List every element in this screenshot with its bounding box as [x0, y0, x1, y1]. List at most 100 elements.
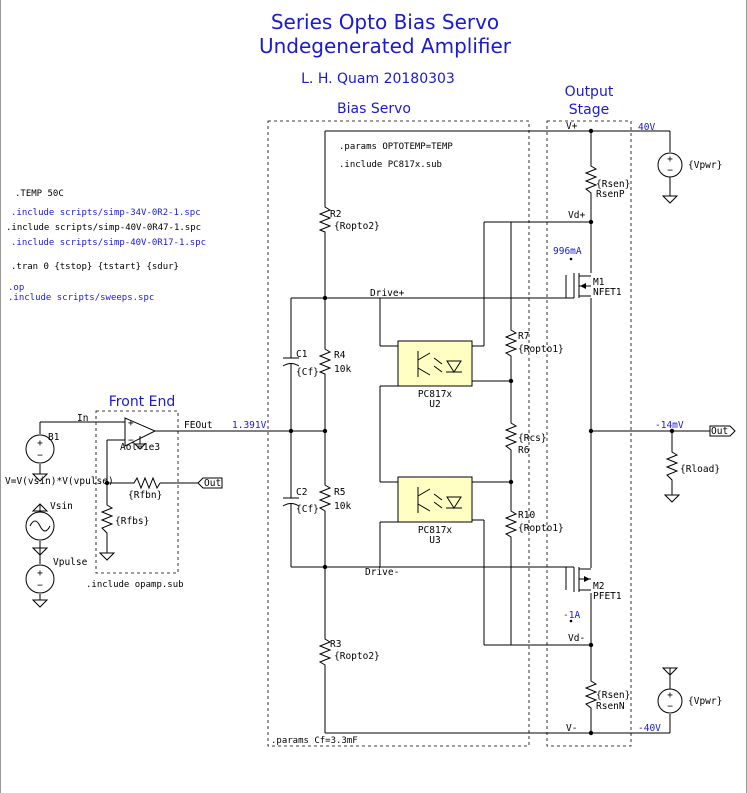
rsenn-value: {Rsen}	[596, 690, 630, 701]
out-flag-right-label: Out	[711, 426, 728, 437]
resistor-r10: R10 {Ropto1}	[504, 507, 564, 540]
optocoupler-u2: PC817x U2	[397, 340, 473, 410]
m1-name: M1	[593, 277, 605, 288]
svg-text:+: +	[667, 154, 673, 165]
bias-servo-box	[267, 120, 530, 747]
readout-m2-current: -1A	[563, 610, 580, 621]
r4-name: R4	[334, 350, 346, 361]
resistor-r3: R3 {Ropto2}	[318, 635, 380, 667]
r6-value: {Rcs}	[518, 433, 547, 444]
resistor-rsenp: {Rsen} RsenP	[584, 161, 630, 200]
capacitor-c1: C1 {Cf}	[282, 349, 319, 378]
output-stage-label-2: Stage	[569, 102, 609, 118]
net-vdplus: Vd+	[568, 210, 585, 221]
front-end-label: Front End	[109, 394, 175, 410]
r10-name: R10	[518, 510, 535, 521]
m1-value: NFET1	[593, 287, 622, 298]
m2-value: PFET1	[593, 591, 622, 602]
vpwr-bot-source: + − {Vpwr}	[657, 667, 722, 714]
mosfet-m2: M2 PFET1	[565, 566, 622, 602]
r2-value: {Ropto2}	[334, 221, 380, 232]
resistor-rfbs: {Rfbs}	[100, 500, 149, 538]
directive-tran: .tran 0 {tstop} {tstart} {sdur}	[11, 262, 179, 272]
resistor-r2: R2 {Ropto2}	[318, 203, 380, 235]
b1-name: B1	[48, 432, 60, 443]
r3-name: R3	[330, 639, 341, 650]
vsin-name: Vsin	[50, 501, 73, 512]
rfbs-value: {Rfbs}	[115, 516, 149, 527]
m2-current-probe	[569, 619, 573, 623]
u2-name: U2	[429, 399, 440, 410]
r2-name: R2	[330, 209, 341, 220]
directive-op: .op	[8, 283, 24, 293]
wires	[39, 130, 710, 734]
m2-name: M2	[593, 581, 604, 592]
resistor-r7: R7 {Ropto1}	[504, 326, 564, 358]
directive-params-opto: .params OPTOTEMP=TEMP	[339, 142, 453, 152]
title-line-1: Series Opto Bias Servo	[271, 10, 499, 34]
front-end-box	[95, 410, 179, 574]
r7-name: R7	[518, 331, 529, 342]
opamp-value: Aol=1e3	[120, 442, 160, 453]
c2-value: {Cf}	[296, 504, 319, 515]
resistor-rfbn: {Rfbn}	[128, 476, 162, 501]
svg-text:−: −	[667, 165, 673, 176]
directive-include-sweeps: .include scripts/sweeps.spc	[8, 293, 154, 303]
vpulse-name: Vpulse	[53, 557, 88, 568]
resistor-rsenn: {Rsen} RsenN	[584, 676, 630, 713]
r3-value: {Ropto2}	[334, 651, 380, 662]
bias-servo-label: Bias Servo	[337, 101, 411, 117]
directive-temp: .TEMP 50C	[15, 189, 64, 199]
vpwr-top-source: + − {Vpwr}	[657, 152, 722, 204]
readout-m1-current: 996mA	[553, 246, 582, 257]
r10-value: {Ropto1}	[518, 523, 564, 534]
junction-dots	[104, 128, 675, 736]
resistor-r4: R4 10k	[318, 345, 351, 376]
r7-value: {Ropto1}	[518, 344, 564, 355]
svg-text:−: −	[128, 435, 134, 446]
r5-name: R5	[334, 487, 345, 498]
source-b1: + − B1 V=V(vsin)*V(vpulse)	[5, 432, 114, 487]
u2-value: PC817x	[418, 389, 453, 400]
mosfet-m1: M1 NFET1	[565, 273, 622, 299]
output-stage-box	[546, 120, 632, 747]
u3-value: PC817x	[418, 525, 453, 536]
directive-include-3: .include scripts/simp-40V-0R17-1.spc	[11, 238, 206, 248]
readout-neg40v: -40V	[638, 723, 661, 734]
directive-params-cf: .params Cf=3.3mF	[271, 736, 358, 746]
ground-symbols	[98, 494, 681, 561]
resistor-r5: R5 10k	[318, 481, 351, 514]
out-flag-left: Out	[197, 477, 223, 489]
source-vpulse: + − Vpulse	[25, 557, 88, 608]
rfbn-value: {Rfbn}	[128, 490, 162, 501]
c1-name: C1	[296, 349, 308, 360]
svg-text:+: +	[667, 690, 673, 701]
net-vminus: V-	[566, 723, 577, 734]
net-in: In	[77, 413, 88, 424]
output-stage-label-1: Output	[565, 84, 614, 100]
c1-value: {Cf}	[296, 367, 319, 378]
source-vsin: Vsin	[25, 501, 73, 556]
opamp: + − Aol=1e3	[120, 417, 160, 453]
svg-text:+: +	[128, 418, 134, 429]
svg-text:+: +	[37, 438, 43, 449]
net-driveplus: Drive+	[370, 288, 405, 299]
directive-include-opamp: .include opamp.sub	[86, 580, 184, 590]
optocoupler-u3: PC817x U3	[397, 476, 473, 546]
net-vdminus: Vd-	[568, 633, 585, 644]
out-flag-right: Out	[709, 425, 736, 437]
vpwr-bot-value: {Vpwr}	[688, 696, 722, 707]
readout-out-voltage: -14mV	[655, 420, 684, 431]
svg-text:−: −	[37, 580, 43, 591]
vpwr-top-value: {Vpwr}	[688, 160, 722, 171]
directive-include-1: .include scripts/simp-34V-0R2-1.spc	[11, 208, 201, 218]
capacitor-c2: C2 {Cf}	[282, 487, 319, 515]
svg-text:+: +	[37, 568, 43, 579]
c2-name: C2	[296, 487, 307, 498]
resistor-rload: {Rload}	[665, 448, 720, 485]
net-feout: FEOut	[184, 420, 213, 431]
readout-40v: 40V	[638, 122, 655, 133]
b1-value: V=V(vsin)*V(vpulse)	[5, 476, 114, 487]
r5-value: 10k	[334, 501, 351, 512]
